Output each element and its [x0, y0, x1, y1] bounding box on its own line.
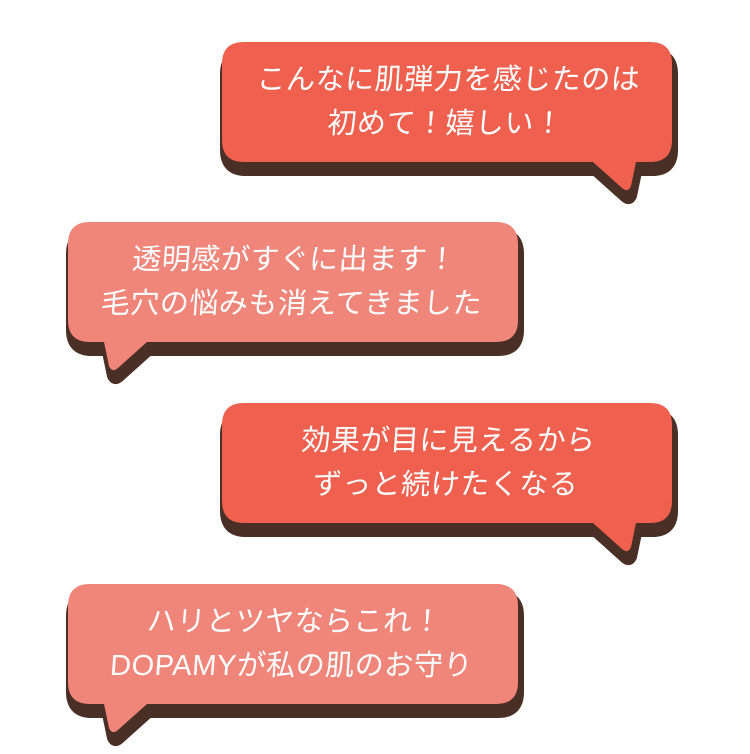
- bubble-body-shape: [222, 42, 672, 191]
- bubble-line-2: DOPAMYが私の肌のお守り: [109, 650, 474, 682]
- speech-bubble-right-graphic: [220, 42, 678, 205]
- bubble-line-2: 毛穴の悩みも消えてきました: [99, 288, 484, 320]
- bubble-line-2: ずっと続けたくなる: [311, 469, 580, 501]
- testimonial-bubble-2: 透明感がすぐに出ます！ 毛穴の悩みも消えてきました: [58, 212, 538, 402]
- bubble-line-1: ハリとツヤならこれ！: [145, 606, 444, 638]
- speech-bubble-left-graphic: [66, 584, 524, 747]
- testimonial-bubble-3: 効果が目に見えるから ずっと続けたくなる: [212, 393, 692, 583]
- bubble-text: こんなに肌弾力を感じたのは 初めて！嬉しい！: [218, 42, 676, 162]
- bubble-line-1: こんなに肌弾力を感じたのは: [255, 64, 642, 96]
- bubble-body-shape: [222, 403, 672, 552]
- speech-bubble-left-graphic: [66, 222, 524, 385]
- bubble-body-shape: [68, 222, 518, 371]
- speech-bubble-right-graphic: [220, 403, 678, 566]
- testimonial-bubble-1: こんなに肌弾力を感じたのは 初めて！嬉しい！: [212, 32, 692, 222]
- bubble-line-1: 効果が目に見えるから: [300, 425, 597, 457]
- bubble-text: ハリとツヤならこれ！ DOPAMYが私の肌のお守り: [64, 584, 522, 704]
- bubble-line-2: 初めて！嬉しい！: [326, 108, 565, 140]
- bubble-body-shape: [68, 584, 518, 733]
- bubble-text: 効果が目に見えるから ずっと続けたくなる: [218, 403, 676, 523]
- bubble-text: 透明感がすぐに出ます！ 毛穴の悩みも消えてきました: [64, 222, 522, 342]
- bubble-line-1: 透明感がすぐに出ます！: [131, 244, 458, 276]
- testimonial-bubble-4: ハリとツヤならこれ！ DOPAMYが私の肌のお守り: [58, 574, 538, 754]
